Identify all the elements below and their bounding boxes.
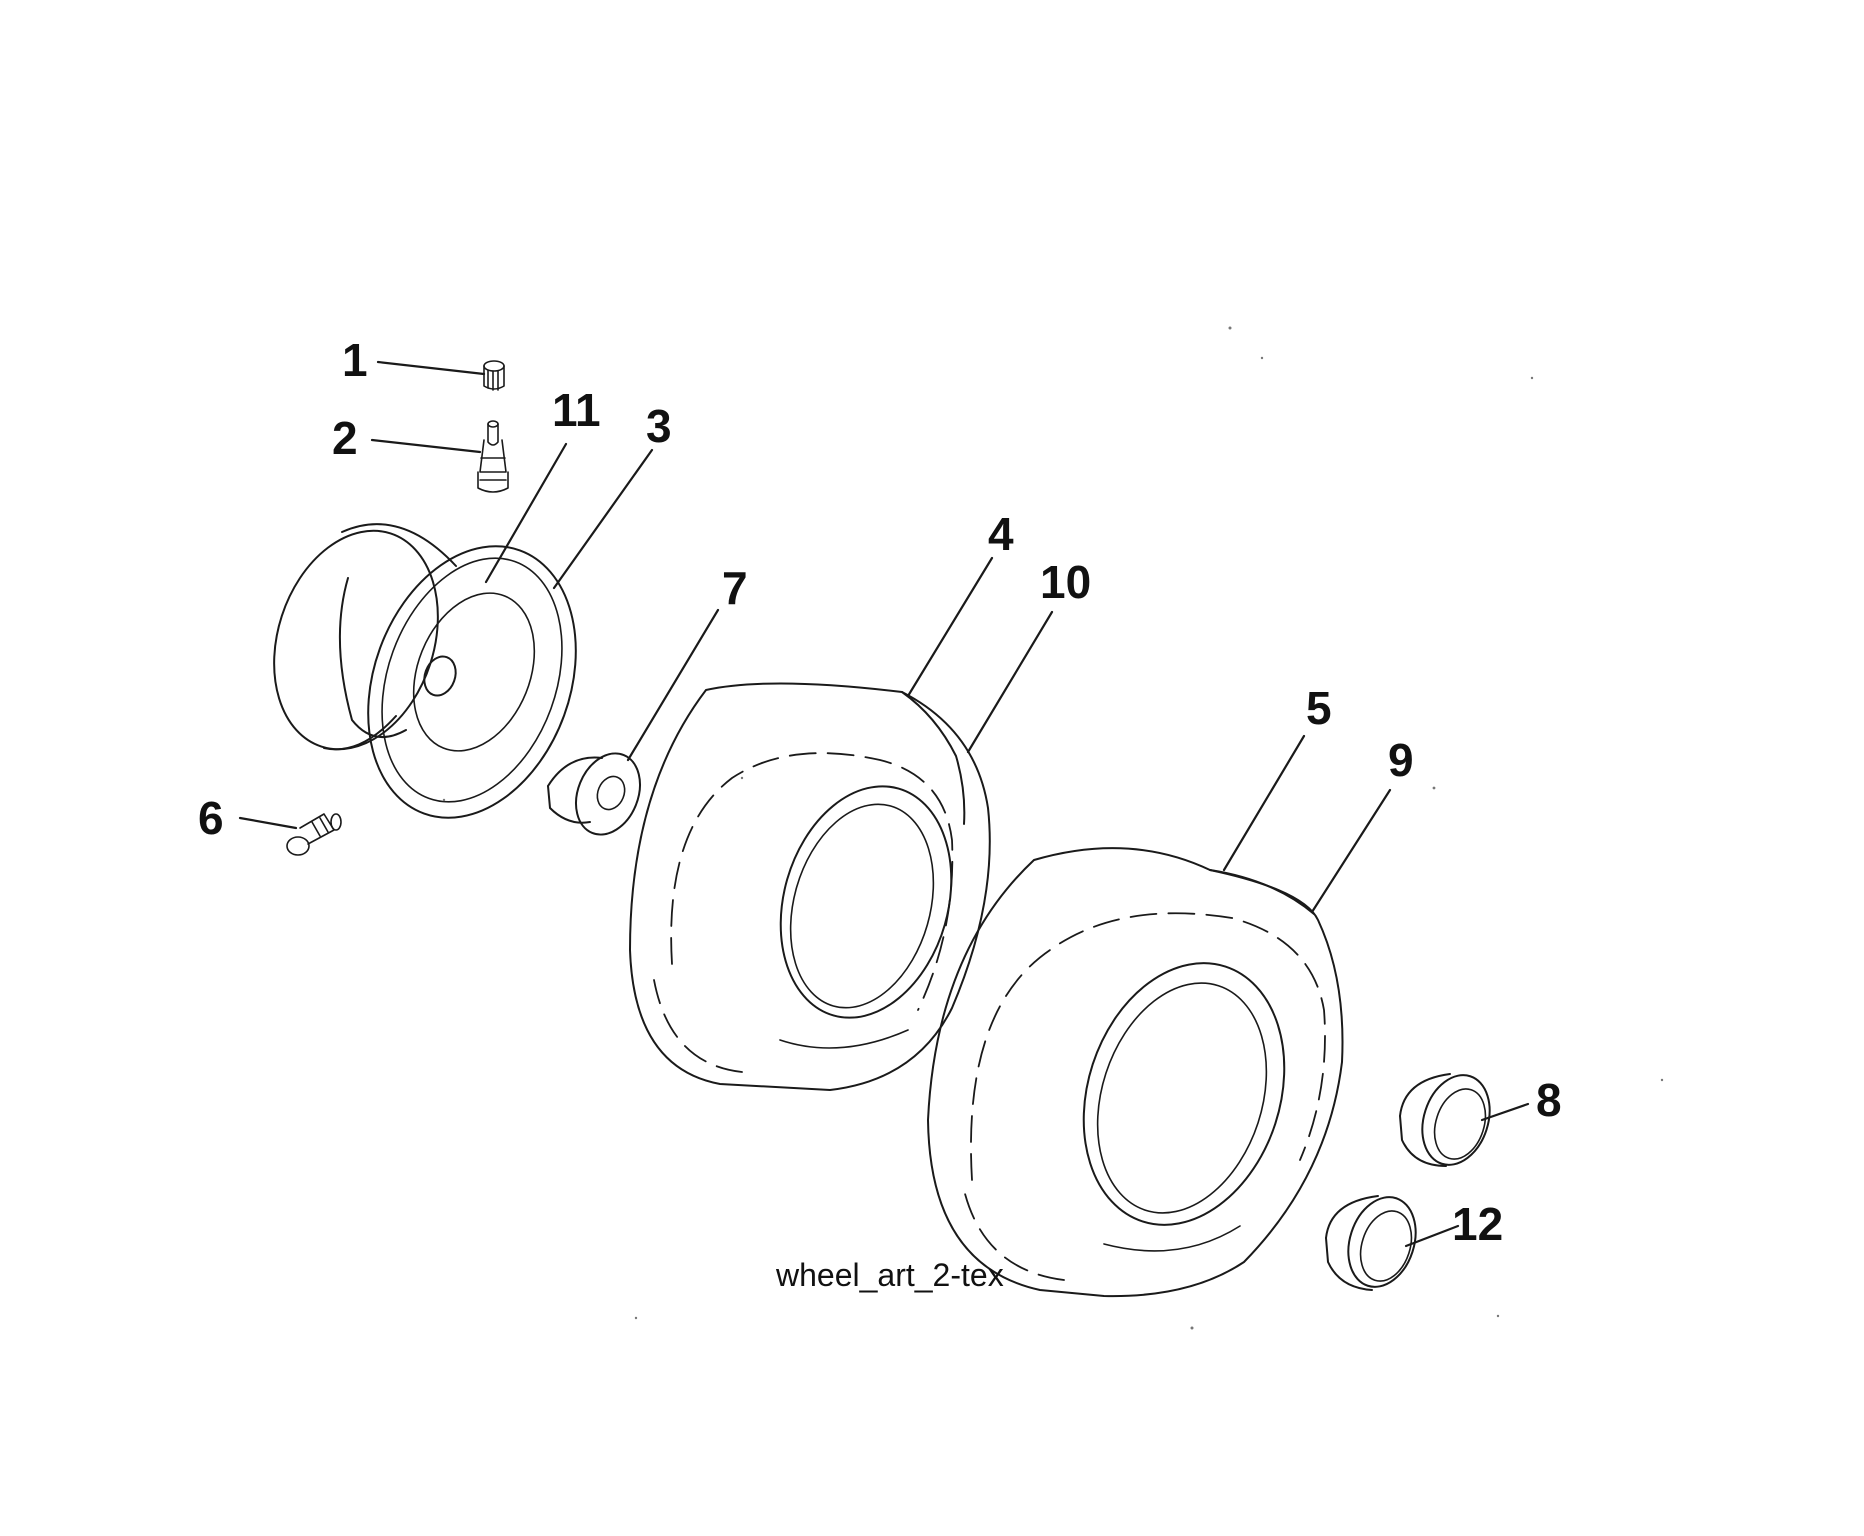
leader-4 [906, 556, 994, 698]
callout-3: 3 [646, 400, 672, 452]
valve-stem-part [477, 420, 509, 493]
bearing-part-12 [1325, 1195, 1417, 1291]
leader-5 [1222, 734, 1306, 872]
callout-10: 10 [1040, 556, 1091, 608]
callout-1: 1 [342, 334, 368, 386]
callout-7: 7 [722, 562, 748, 614]
flange-bushing-part [547, 752, 641, 836]
callout-4: 4 [988, 508, 1014, 560]
callout-5: 5 [1306, 682, 1332, 734]
callout-9: 9 [1388, 734, 1414, 786]
leader-6 [238, 816, 298, 830]
leader-10 [966, 610, 1054, 754]
leader-9 [1310, 788, 1392, 914]
valve-cap-part [483, 360, 505, 391]
leader-7 [626, 608, 720, 762]
bearing-part-8 [1399, 1073, 1491, 1167]
leader-lines [238, 360, 1530, 1248]
callout-labels: 1 2 3 4 5 6 7 8 9 10 11 12 [198, 334, 1562, 1250]
callout-11: 11 [552, 384, 601, 436]
callout-6: 6 [198, 792, 224, 844]
callout-8: 8 [1536, 1074, 1562, 1126]
grease-fitting-part [286, 813, 342, 856]
rear-tire-part [927, 847, 1344, 1298]
callout-2: 2 [332, 412, 358, 464]
leader-12 [1404, 1224, 1460, 1248]
drawing-caption: wheel_art_2-tex [775, 1257, 1004, 1293]
leader-1 [376, 360, 486, 376]
front-tire-part [629, 682, 991, 1091]
scan-specks [442, 326, 1664, 1330]
callout-12: 12 [1452, 1198, 1503, 1250]
leader-11 [484, 442, 568, 584]
wheel-rim-part [273, 523, 577, 819]
leader-2 [370, 438, 482, 454]
leader-3 [552, 448, 654, 590]
leader-8 [1480, 1102, 1530, 1122]
